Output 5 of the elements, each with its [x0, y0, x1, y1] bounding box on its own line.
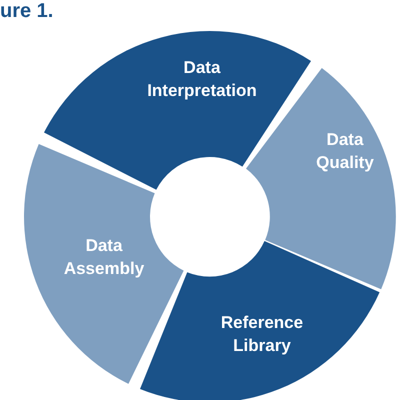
segment-label: Data Quality — [315, 129, 375, 174]
figure-title: ure 1. — [0, 0, 54, 23]
segment-label: Reference Library — [220, 312, 304, 357]
segment-label: Data Assembly — [62, 235, 146, 280]
segment-label: Data Interpretation — [146, 57, 258, 102]
